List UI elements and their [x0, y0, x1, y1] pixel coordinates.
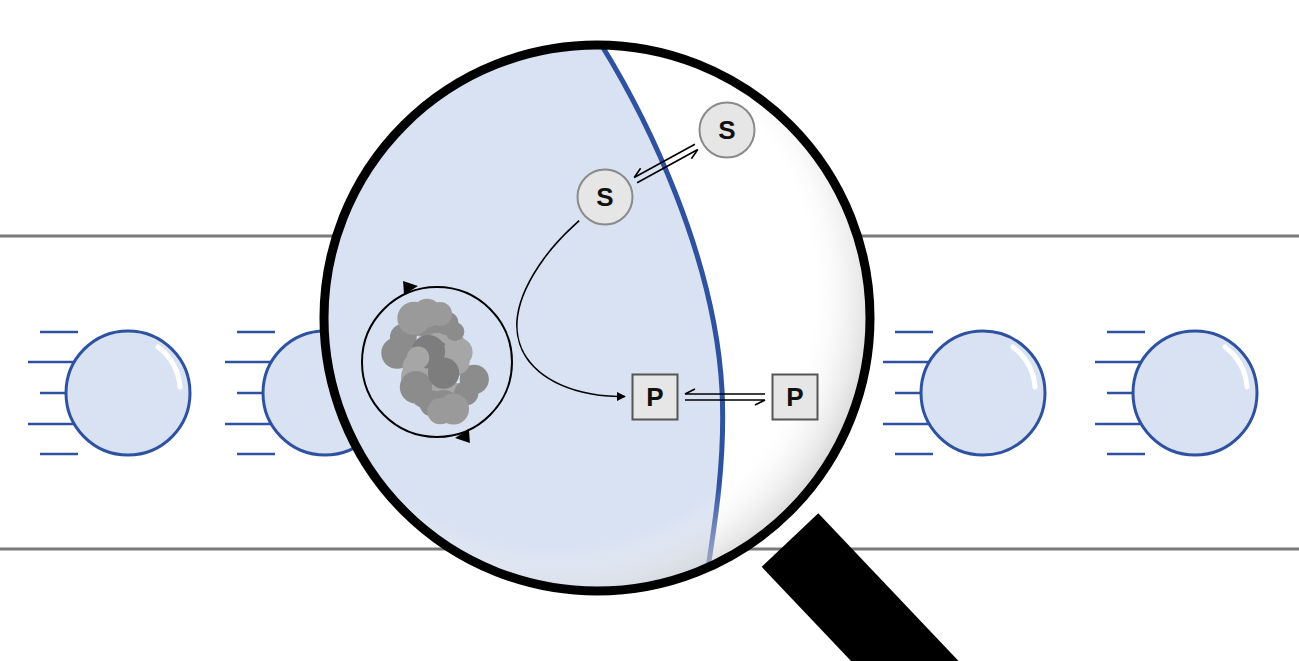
catalytic-cycle: [362, 287, 512, 437]
motion-line: [237, 331, 275, 334]
forward-harpoon: [637, 149, 698, 182]
substrate-outline: [578, 170, 633, 225]
enzyme-atom: [427, 398, 453, 424]
cycle-arrowhead: [402, 279, 419, 295]
node-label: P: [786, 384, 803, 410]
reaction-arrow: [517, 221, 625, 397]
enzyme-atom: [407, 346, 430, 369]
node-label: S: [718, 117, 735, 143]
arrow-line: [517, 221, 625, 397]
product-box: P: [771, 373, 819, 421]
enzyme-structure: [381, 299, 489, 425]
motion-line: [28, 361, 74, 364]
equilibrium-arrow: [685, 389, 765, 405]
droplet: [921, 331, 1045, 455]
enzyme-atom: [428, 302, 452, 326]
product-outline: [773, 375, 818, 420]
motion-line: [237, 453, 275, 456]
product-box: P: [631, 373, 679, 421]
motion-line: [895, 331, 933, 334]
lens-shading: [324, 45, 870, 591]
node-label: S: [596, 184, 613, 210]
motion-line: [883, 361, 929, 364]
equilibrium-arrow: [634, 144, 698, 183]
magnifier-rim: [324, 45, 870, 591]
droplet-highlight: [1225, 347, 1247, 387]
motion-line: [1095, 423, 1141, 426]
cycle-arrowhead: [454, 429, 471, 445]
forward-harpoon: [685, 400, 765, 405]
product-outline: [633, 375, 678, 420]
enzyme-atom: [428, 358, 459, 389]
droplet: [66, 331, 190, 455]
motion-line: [1107, 453, 1145, 456]
motion-line: [28, 423, 74, 426]
enzyme-atom: [446, 322, 465, 341]
substrate-circle: S: [698, 101, 756, 159]
enzyme-atom: [400, 371, 432, 403]
substrate-outline: [700, 103, 755, 158]
motion-line: [225, 423, 271, 426]
magnifier-handle: [790, 540, 975, 661]
droplet-highlight: [158, 347, 180, 387]
motion-line: [225, 361, 271, 364]
lens-view: [324, 0, 900, 620]
motion-line: [1095, 361, 1141, 364]
motion-line: [40, 453, 78, 456]
droplet-highlight: [1013, 347, 1035, 387]
motion-line: [883, 423, 929, 426]
node-label: P: [646, 384, 663, 410]
motion-line: [1107, 331, 1145, 334]
droplet-interior: [324, 45, 870, 591]
substrate-circle: S: [576, 168, 634, 226]
motion-line: [40, 331, 78, 334]
motion-line: [895, 453, 933, 456]
reverse-harpoon: [685, 389, 765, 394]
reverse-harpoon: [634, 144, 695, 177]
droplet: [1133, 331, 1257, 455]
